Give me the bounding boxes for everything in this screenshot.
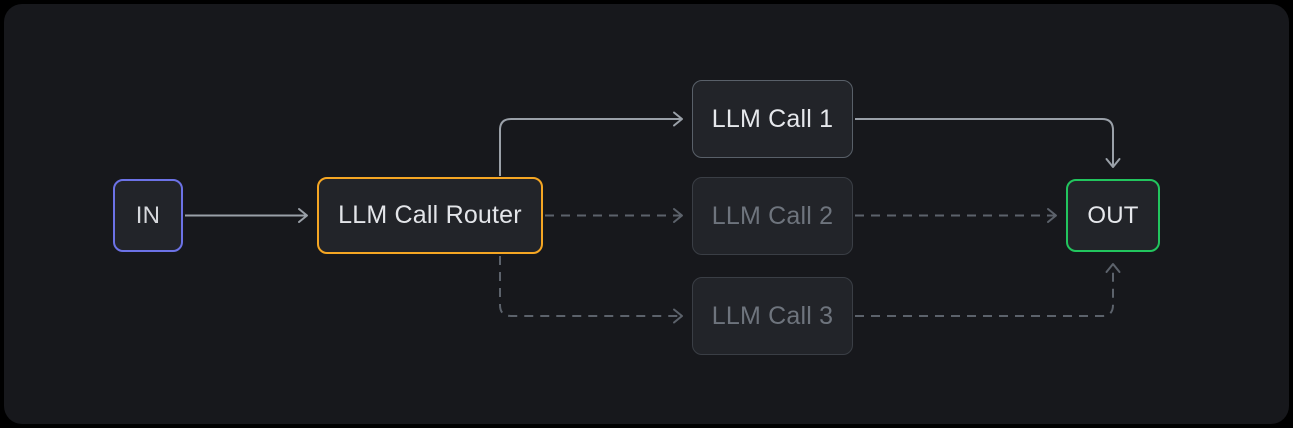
node-llm-call-1[interactable]: LLM Call 1 xyxy=(692,80,853,158)
edge-router-to-call-1 xyxy=(499,111,683,176)
edge-call-3-to-out xyxy=(855,263,1121,317)
node-llm-call-2[interactable]: LLM Call 2 xyxy=(692,177,853,255)
edge-call-2-to-out xyxy=(855,208,1057,223)
node-out[interactable]: OUT xyxy=(1066,179,1160,252)
node-llm-call-1-label: LLM Call 1 xyxy=(711,104,834,133)
node-llm-call-3-label: LLM Call 3 xyxy=(711,301,834,330)
node-llm-call-router[interactable]: LLM Call Router xyxy=(317,177,543,254)
node-in-label: IN xyxy=(135,201,161,229)
node-llm-call-2-label: LLM Call 2 xyxy=(711,201,834,230)
node-out-label: OUT xyxy=(1087,201,1139,229)
edge-in-to-router xyxy=(185,208,308,223)
node-in[interactable]: IN xyxy=(113,179,183,252)
edge-call-1-to-out xyxy=(855,118,1121,168)
edge-router-to-call-2 xyxy=(545,208,683,223)
diagram-canvas: IN LLM Call Router LLM Call 1 LLM Call 2… xyxy=(4,4,1289,424)
edge-router-to-call-3 xyxy=(499,256,683,324)
node-llm-call-router-label: LLM Call Router xyxy=(338,201,522,229)
diagram-connections xyxy=(185,111,1121,324)
node-llm-call-3[interactable]: LLM Call 3 xyxy=(692,277,853,355)
